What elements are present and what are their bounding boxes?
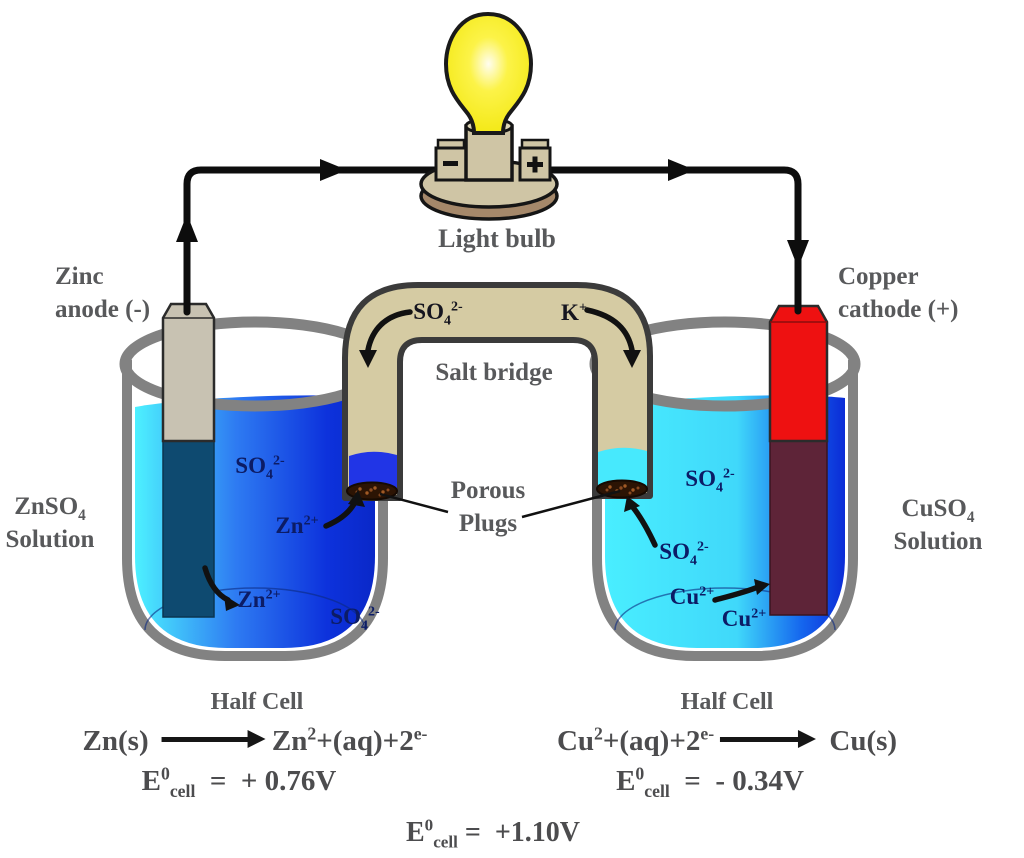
zn-from-electrode-arrowhead <box>224 595 240 611</box>
right-cu-ion-2: Cu2+ <box>721 605 767 631</box>
copper-cathode-label: Copper cathode (+) <box>838 260 958 326</box>
znso4-formula: ZnSO4 <box>14 493 86 524</box>
zn-to-plug-arrowhead <box>348 490 365 507</box>
porous-plugs-label-line1: Porous <box>450 477 526 504</box>
porous-plug-pointer-left <box>379 492 449 514</box>
zinc-anode-label-line2: anode (-) <box>55 296 151 323</box>
wire-current-arrows <box>176 159 809 268</box>
current-arrow-right-2 <box>668 159 695 181</box>
cuso4-solution-word: Solution <box>893 528 983 555</box>
left-zn-ion-1: Zn2+ <box>275 512 319 538</box>
half-cell-right-label: Half Cell <box>680 689 774 715</box>
current-arrow-down <box>787 240 809 268</box>
e-cell-total: E0cell = +1.10V <box>405 815 581 852</box>
bulb-terminal-negative <box>434 138 468 182</box>
zinc-electrode <box>161 302 216 618</box>
znso4-solution-label: ZnSO4 Solution <box>6 490 95 556</box>
right-so4-ion-1: SO42- <box>685 465 735 496</box>
zinc-electrode-top <box>161 302 216 443</box>
salt-bridge-label: Salt bridge <box>435 359 553 386</box>
porous-plugs-label: Porous Plugs <box>451 474 526 540</box>
zinc-electrode-underwater <box>162 439 215 618</box>
copper-cathode-label-line2: cathode (+) <box>838 296 959 323</box>
copper-cathode-label-line1: Copper <box>838 263 919 290</box>
plus-symbol-v <box>532 156 538 173</box>
salt-bridge <box>342 282 653 519</box>
salt-bridge-tube <box>342 282 653 501</box>
left-beaker-bottom-arc <box>144 587 366 631</box>
bridge-k-ion-label: K+ <box>561 299 587 325</box>
light-bulb-label: Light bulb <box>438 224 556 253</box>
current-arrow-up <box>176 214 198 242</box>
k-bridge-arrow <box>584 307 635 353</box>
copper-half-reaction: Cu2+(aq)+2e- Cu(s) <box>556 723 898 757</box>
zinc-anode-label-line1: Zinc <box>55 263 104 290</box>
right-cu-ion-1: Cu2+ <box>669 583 715 609</box>
left-so4-ion-1: SO42- <box>235 452 285 483</box>
minus-symbol <box>443 161 458 166</box>
zinc-half-reaction: Zn(s) Zn2+(aq)+2e- <box>82 723 428 757</box>
so4-bridge-arrowhead <box>359 350 377 368</box>
k-bridge-arrowhead <box>623 350 641 368</box>
right-so4-ion-2: SO42- <box>659 538 709 569</box>
copper-electrode <box>768 304 829 616</box>
so4-to-plug-arrowhead <box>624 496 640 512</box>
cu-to-electrode-arrow <box>712 584 761 603</box>
left-zn-ion-2: Zn2+ <box>237 586 281 612</box>
right-wire <box>546 166 802 315</box>
znso4-solution-word: Solution <box>5 526 95 553</box>
bulb-glass <box>443 11 534 135</box>
copper-electrode-underwater <box>769 439 828 616</box>
left-beaker-glass <box>122 360 388 661</box>
left-wire <box>183 166 444 316</box>
bulb-terminal-positive <box>518 138 552 182</box>
porous-plugs-label-line2: Plugs <box>458 510 518 537</box>
right-beaker-glass <box>592 360 858 661</box>
so4-bridge-arrow <box>365 309 413 353</box>
bridge-so4-ion-label: SO42- <box>413 298 463 329</box>
circuit-wires <box>183 166 802 316</box>
copper-electrode-top <box>768 304 829 443</box>
porous-plug-pointer-right <box>521 489 621 519</box>
e-cell-left: E0cell = + 0.76V <box>141 763 337 801</box>
current-arrow-right-1 <box>320 159 347 181</box>
left-so4-ion-2: SO42- <box>330 603 380 634</box>
light-bulb <box>419 11 559 221</box>
ion-arrowheads <box>224 350 770 611</box>
cuso4-formula: CuSO4 <box>901 495 975 526</box>
cu-to-electrode-arrowhead <box>754 579 770 595</box>
cuso4-solution-label: CuSO4 Solution <box>894 492 983 558</box>
half-cell-left-label: Half Cell <box>210 689 304 715</box>
so4-to-plug-arrow <box>629 503 658 548</box>
zinc-anode-label: Zinc anode (-) <box>55 260 150 326</box>
e-cell-right: E0cell = - 0.34V <box>616 763 804 801</box>
